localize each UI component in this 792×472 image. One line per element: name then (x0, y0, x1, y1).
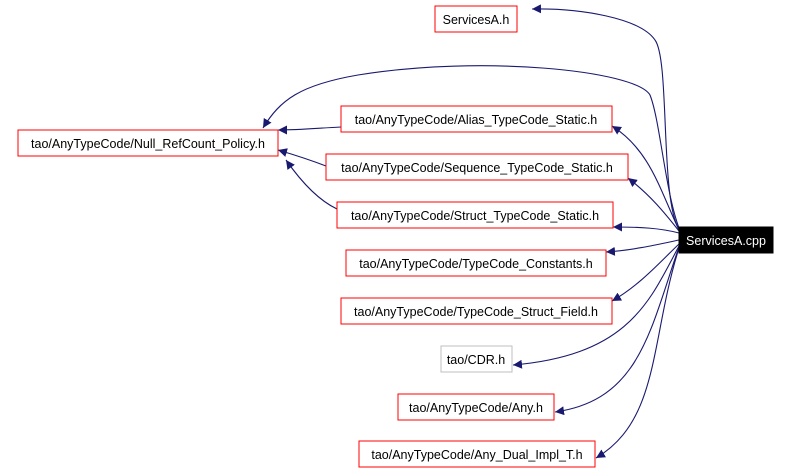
node-label: tao/AnyTypeCode/Alias_TypeCode_Static.h (355, 113, 598, 127)
root-node-box (678, 226, 774, 254)
edge-root-to-alias-tc (611, 125, 680, 231)
edge-root-to-any (554, 246, 680, 416)
edge-sequence-to-null-refcount (277, 148, 327, 167)
edge-root-to-cdr (512, 245, 680, 369)
node-label: tao/AnyTypeCode/Null_RefCount_Policy.h (31, 137, 265, 151)
node-any[interactable]: tao/AnyTypeCode/Any.h (397, 393, 555, 421)
edge-root-to-sequence-tc (627, 177, 680, 232)
edges (262, 4, 680, 459)
node-label: tao/AnyTypeCode/Any_Dual_Impl_T.h (371, 448, 582, 462)
node-label: ServicesA.cpp (686, 234, 766, 248)
node-alias-typecode-static[interactable]: tao/AnyTypeCode/Alias_TypeCode_Static.h (340, 105, 613, 133)
node-label: tao/AnyTypeCode/TypeCode_Constants.h (359, 257, 593, 271)
node-typecode-constants[interactable]: tao/AnyTypeCode/TypeCode_Constants.h (345, 249, 607, 277)
node-struct-typecode-static[interactable]: tao/AnyTypeCode/Struct_TypeCode_Static.h (336, 201, 614, 229)
node-cdr[interactable]: tao/CDR.h (440, 345, 513, 373)
node-services-a-h[interactable]: ServicesA.h (434, 5, 518, 33)
node-sequence-typecode-static[interactable]: tao/AnyTypeCode/Sequence_TypeCode_Static… (325, 153, 629, 181)
edge-root-to-null-refcount (262, 65, 680, 229)
node-null-refcount-policy[interactable]: tao/AnyTypeCode/Null_RefCount_Policy.h (17, 129, 279, 157)
edge-root-to-struct-tc (612, 222, 680, 234)
node-label: tao/CDR.h (447, 353, 505, 367)
node-label: tao/AnyTypeCode/Sequence_TypeCode_Static… (341, 161, 613, 175)
edge-root-to-any-dual (595, 247, 680, 459)
nodes: ServicesA.h tao/AnyTypeCode/Null_RefCoun… (17, 5, 774, 468)
node-label: ServicesA.h (443, 13, 510, 27)
node-label: tao/AnyTypeCode/TypeCode_Struct_Field.h (354, 305, 598, 319)
edge-root-to-tc-constants (605, 239, 680, 256)
node-typecode-struct-field[interactable]: tao/AnyTypeCode/TypeCode_Struct_Field.h (340, 297, 613, 325)
node-root-services-a-cpp[interactable]: ServicesA.cpp (678, 226, 774, 254)
node-label: tao/AnyTypeCode/Any.h (409, 401, 543, 415)
edge-root-to-services-a-h (531, 4, 680, 230)
edge-alias-to-null-refcount (277, 125, 342, 135)
node-any-dual-impl-t[interactable]: tao/AnyTypeCode/Any_Dual_Impl_T.h (358, 440, 596, 468)
edge-struct-to-null-refcount (285, 159, 338, 210)
node-label: tao/AnyTypeCode/Struct_TypeCode_Static.h (351, 209, 599, 223)
edge-root-to-tc-struct-field (611, 243, 680, 302)
